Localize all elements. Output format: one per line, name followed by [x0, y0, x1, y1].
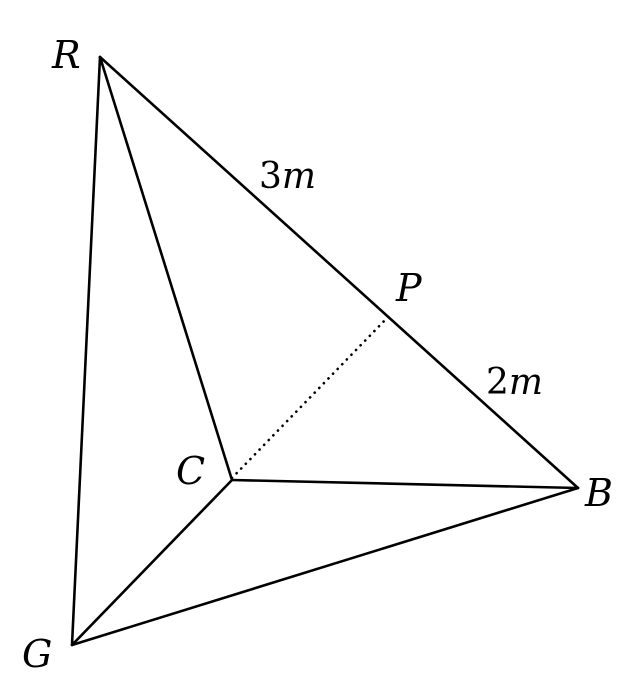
edge-GB: [70, 486, 580, 647]
vertex-label-C: C: [176, 449, 205, 493]
edge-RC: [98, 55, 234, 482]
length-RP-number: 3: [259, 156, 282, 197]
edge-RB: [98, 55, 580, 490]
vertex-label-R: R: [51, 33, 81, 77]
length-label-PB: 2m: [486, 362, 543, 403]
length-PB-number: 2: [486, 362, 509, 403]
length-PB-unit: m: [509, 362, 543, 403]
length-RP-unit: m: [282, 156, 316, 197]
edge-CB: [230, 478, 580, 490]
vertex-label-G: G: [22, 632, 52, 676]
length-label-RP: 3m: [259, 156, 316, 197]
vertex-label-B: B: [584, 471, 613, 515]
segment-CP-dotted: [230, 315, 390, 480]
vertex-label-P: P: [395, 266, 423, 310]
edge-RG: [70, 55, 102, 647]
edge-CG: [70, 478, 234, 647]
